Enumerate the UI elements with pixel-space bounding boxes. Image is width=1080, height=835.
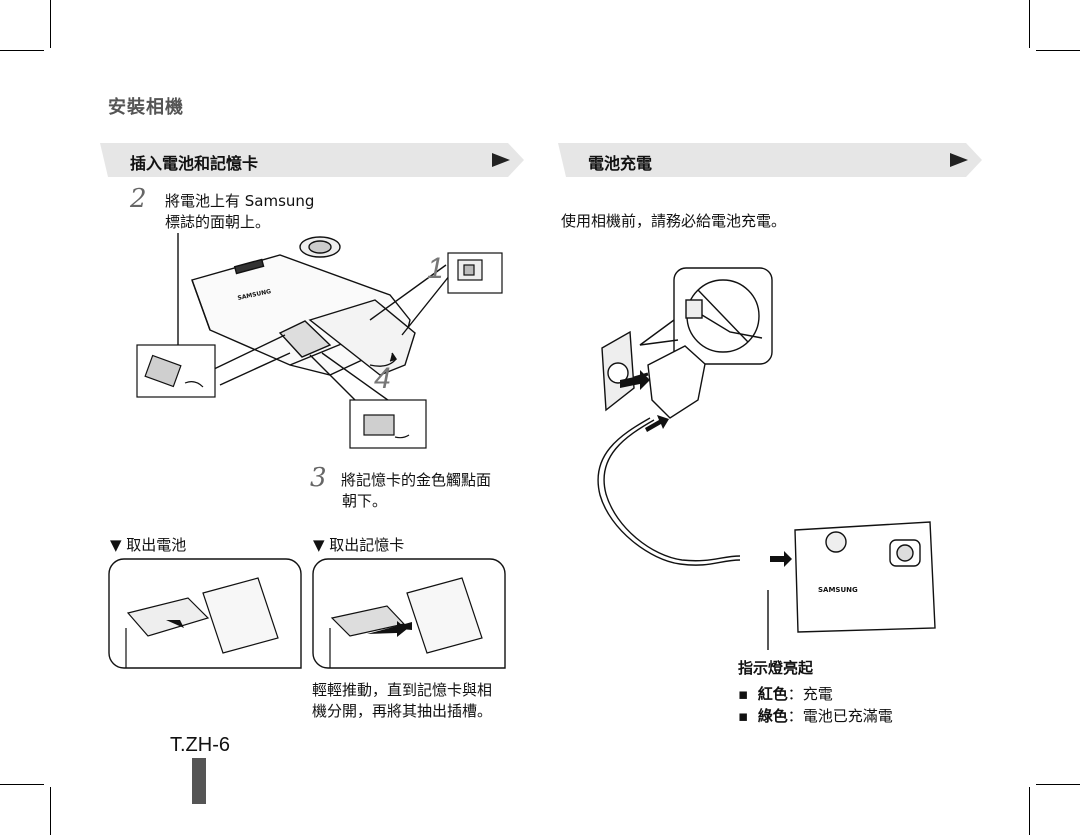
remove-card-label: ▼ 取出記憶卡 xyxy=(313,536,405,554)
crop-mark xyxy=(0,50,44,51)
step-text: 將電池上有 Samsung 標誌的面朝上。 xyxy=(165,191,314,233)
banner-label: 電池充電 xyxy=(588,154,653,173)
remove-card-illustration xyxy=(312,558,506,669)
crop-mark xyxy=(50,0,51,48)
step-text-line: 朝下。 xyxy=(342,492,388,510)
crop-mark xyxy=(50,787,51,835)
step-text-line: 將記憶卡的金色觸點面 xyxy=(341,471,492,489)
remove-note: 輕輕推動，直到記憶卡與相 機分開，再將其抽出插槽。 xyxy=(312,680,492,722)
charging-illustration: SAMSUNG xyxy=(597,267,936,650)
crop-mark xyxy=(1036,784,1080,785)
step-number: 3 xyxy=(310,463,327,493)
banner-background xyxy=(558,143,982,177)
camera-brand-logo: SAMSUNG xyxy=(818,586,858,594)
remove-battery-illustration xyxy=(108,558,302,669)
indicator-color-label: 綠色 xyxy=(757,707,788,725)
callout-number: 4 xyxy=(374,362,391,395)
note-line: 機分開，再將其抽出插槽。 xyxy=(312,702,493,720)
indicator-meaning: 電池已充滿電 xyxy=(802,707,893,725)
page-tab-marker xyxy=(192,758,206,804)
step-text: 將記憶卡的金色觸點面 朝下。 xyxy=(341,470,491,512)
indicator-color-label: 紅色 xyxy=(757,685,788,703)
indicator-title: 指示燈亮起 xyxy=(738,659,814,677)
banner-label: 插入電池和記憶卡 xyxy=(130,154,259,173)
banner-background xyxy=(100,143,524,177)
crop-mark xyxy=(1029,787,1030,835)
crop-mark xyxy=(1029,0,1030,48)
bullet-icon: ▪ xyxy=(738,707,758,725)
crop-mark xyxy=(1036,50,1080,51)
remove-battery-label: ▼ 取出電池 xyxy=(110,536,187,554)
note-line: 輕輕推動，直到記憶卡與相 xyxy=(312,681,493,699)
indicator-item: ▪ 綠色：電池已充滿電 xyxy=(738,705,893,726)
step-number: 2 xyxy=(130,184,147,214)
step-text-line: 將電池上有 Samsung xyxy=(165,192,315,210)
section-banner-charge: 電池充電 xyxy=(558,143,982,177)
crop-mark xyxy=(0,784,44,785)
page-title: 安裝相機 xyxy=(108,97,184,118)
step-text-line: 標誌的面朝上。 xyxy=(165,213,271,231)
section-banner-insert: 插入電池和記憶卡 xyxy=(100,143,524,177)
indicator-separator: ： xyxy=(787,707,803,725)
battery-card-insert-illustration: SAMSUNG xyxy=(136,233,503,449)
callout-number: 1 xyxy=(427,252,444,285)
charge-intro: 使用相機前，請務必給電池充電。 xyxy=(561,212,787,230)
indicator-item: ▪ 紅色：充電 xyxy=(738,683,833,704)
indicator-meaning: 充電 xyxy=(802,685,833,703)
bullet-icon: ▪ xyxy=(738,685,758,703)
page-number: T.ZH-6 xyxy=(170,734,230,756)
indicator-separator: ： xyxy=(787,685,803,703)
